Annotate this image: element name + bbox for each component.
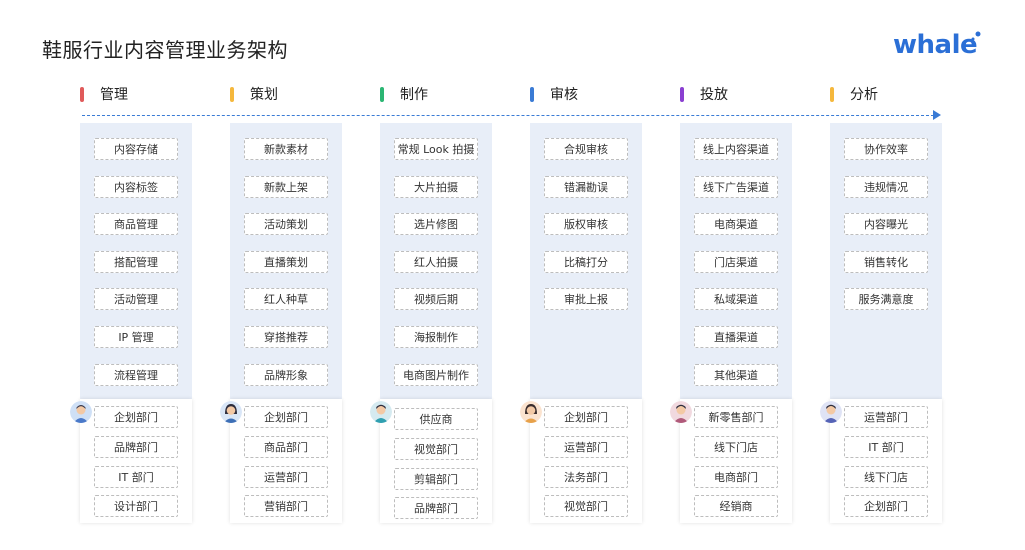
task-item: 流程管理 (94, 364, 178, 386)
task-item: 电商渠道 (694, 213, 778, 235)
dept-item: IT 部门 (844, 436, 928, 458)
avatar-icon (520, 401, 542, 423)
dept-item: 运营部门 (244, 466, 328, 488)
task-item: 内容标签 (94, 176, 178, 198)
page-title: 鞋服行业内容管理业务架构 (42, 38, 288, 62)
task-item: 销售转化 (844, 251, 928, 273)
dept-item: 商品部门 (244, 436, 328, 458)
column-label: 审核 (550, 87, 578, 103)
header-marker (830, 86, 834, 102)
header-marker (530, 86, 534, 102)
dept-item: 新零售部门 (694, 406, 778, 428)
dept-item: 企划部门 (844, 495, 928, 517)
task-item: 违规情况 (844, 176, 928, 198)
avatar-icon (370, 401, 392, 423)
task-item: 内容存储 (94, 138, 178, 160)
dept-item: 品牌部门 (94, 436, 178, 458)
task-item: 活动管理 (94, 288, 178, 310)
dept-item: 线下门店 (694, 436, 778, 458)
dept-item: 经销商 (694, 495, 778, 517)
dept-item: 剪辑部门 (394, 468, 478, 490)
dept-item: 企划部门 (544, 406, 628, 428)
dept-item: 运营部门 (844, 406, 928, 428)
dept-item: 线下门店 (844, 466, 928, 488)
dept-item: 供应商 (394, 408, 478, 430)
task-item: 服务满意度 (844, 288, 928, 310)
avatar-icon (820, 401, 842, 423)
task-item: 线上内容渠道 (694, 138, 778, 160)
dept-item: 设计部门 (94, 495, 178, 517)
task-item: 协作效率 (844, 138, 928, 160)
avatar-icon (670, 401, 692, 423)
task-item: 版权审核 (544, 213, 628, 235)
task-item: 活动策划 (244, 213, 328, 235)
column-label: 策划 (250, 87, 278, 103)
dept-item: 品牌部门 (394, 497, 478, 519)
dept-item: 电商部门 (694, 466, 778, 488)
task-item: 新款上架 (244, 176, 328, 198)
task-item: 直播渠道 (694, 326, 778, 348)
dept-item: 法务部门 (544, 466, 628, 488)
dept-item: 企划部门 (94, 406, 178, 428)
task-item: 其他渠道 (694, 364, 778, 386)
dept-item: 营销部门 (244, 495, 328, 517)
avatar-icon (70, 401, 92, 423)
task-item: IP 管理 (94, 326, 178, 348)
task-item: 红人种草 (244, 288, 328, 310)
column-header-management: 管理 (80, 84, 128, 104)
header-marker (230, 86, 234, 102)
task-item: 合规审核 (544, 138, 628, 160)
whale-logo: whale (893, 30, 978, 60)
task-item: 新款素材 (244, 138, 328, 160)
flow-arrowhead-icon (933, 110, 941, 120)
task-item: 内容曝光 (844, 213, 928, 235)
task-item: 门店渠道 (694, 251, 778, 273)
header-marker (680, 86, 684, 102)
task-item: 私域渠道 (694, 288, 778, 310)
task-item: 错漏勘误 (544, 176, 628, 198)
task-item: 海报制作 (394, 326, 478, 348)
task-item: 红人拍摄 (394, 251, 478, 273)
task-item: 商品管理 (94, 213, 178, 235)
column-label: 制作 (400, 87, 428, 103)
task-item: 审批上报 (544, 288, 628, 310)
task-item: 常规 Look 拍摄 (394, 138, 478, 160)
column-label: 管理 (100, 87, 128, 103)
header-marker (380, 86, 384, 102)
task-item: 穿搭推荐 (244, 326, 328, 348)
task-item: 比稿打分 (544, 251, 628, 273)
column-label: 投放 (700, 87, 728, 103)
header-marker (80, 86, 84, 102)
task-item: 线下广告渠道 (694, 176, 778, 198)
task-item: 视频后期 (394, 288, 478, 310)
column-header-planning: 策划 (230, 84, 278, 104)
column-label: 分析 (850, 87, 878, 103)
column-header-delivery: 投放 (680, 84, 728, 104)
column-header-analysis: 分析 (830, 84, 878, 104)
task-item: 电商图片制作 (394, 364, 478, 386)
column-header-production: 制作 (380, 84, 428, 104)
dept-item: IT 部门 (94, 466, 178, 488)
avatar-icon (220, 401, 242, 423)
task-item: 选片修图 (394, 213, 478, 235)
task-item: 搭配管理 (94, 251, 178, 273)
task-item: 大片拍摄 (394, 176, 478, 198)
dept-item: 企划部门 (244, 406, 328, 428)
dept-item: 视觉部门 (544, 495, 628, 517)
flow-arrow-line (82, 115, 934, 116)
dept-item: 视觉部门 (394, 438, 478, 460)
task-item: 品牌形象 (244, 364, 328, 386)
logo-dots-icon (971, 31, 981, 41)
dept-item: 运营部门 (544, 436, 628, 458)
column-header-review: 审核 (530, 84, 578, 104)
task-item: 直播策划 (244, 251, 328, 273)
